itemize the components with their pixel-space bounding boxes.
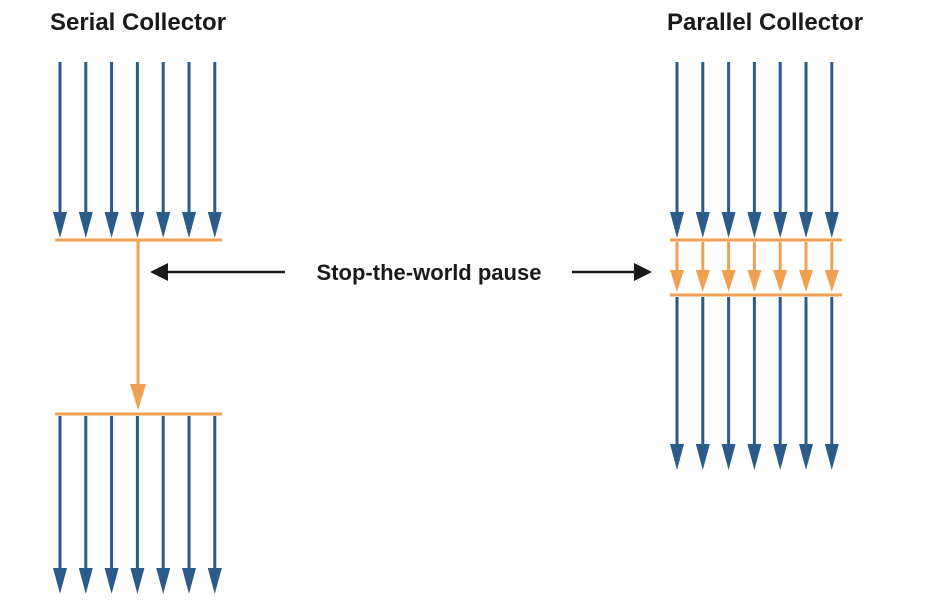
parallel-app-thread-after-7 bbox=[824, 297, 839, 470]
parallel-gc-thread-2 bbox=[695, 242, 710, 292]
parallel-gc-thread-4 bbox=[747, 242, 762, 292]
parallel-app-thread-after-2 bbox=[695, 297, 710, 470]
parallel-app-thread-after-6 bbox=[799, 297, 813, 470]
serial-app-thread-after-5 bbox=[156, 416, 171, 594]
stop-the-world-label: Stop-the-world pause bbox=[317, 260, 542, 285]
serial-app-thread-after-7 bbox=[207, 416, 222, 594]
parallel-app-thread-before-7 bbox=[824, 62, 839, 238]
serial-app-thread-before-6 bbox=[182, 62, 196, 238]
serial-app-thread-after-4 bbox=[130, 416, 145, 594]
serial-gc-thread bbox=[130, 240, 146, 410]
serial-app-thread-after-6 bbox=[182, 416, 196, 594]
serial-app-thread-before-1 bbox=[53, 62, 67, 238]
parallel-gc-threads bbox=[670, 242, 839, 292]
parallel-gc-thread-7 bbox=[824, 242, 839, 292]
serial-app-threads-before bbox=[53, 62, 222, 238]
pause-right-arrowhead bbox=[634, 263, 652, 281]
serial-app-thread-before-3 bbox=[104, 62, 119, 238]
parallel-app-thread-before-3 bbox=[721, 62, 736, 238]
serial-app-thread-before-2 bbox=[78, 62, 93, 238]
parallel-app-thread-after-5 bbox=[773, 297, 788, 470]
serial-app-thread-before-7 bbox=[207, 62, 222, 238]
serial-app-thread-before-4 bbox=[130, 62, 145, 238]
parallel-app-thread-before-4 bbox=[747, 62, 762, 238]
serial-app-threads-after bbox=[53, 416, 222, 594]
serial-app-thread-before-5 bbox=[156, 62, 171, 238]
pause-left-arrowhead bbox=[150, 263, 168, 281]
parallel-app-thread-before-1 bbox=[670, 62, 684, 238]
pause-annotation: Stop-the-world pause bbox=[150, 260, 652, 285]
serial-collector bbox=[53, 62, 222, 594]
serial-collector-title: Serial Collector bbox=[50, 9, 226, 36]
parallel-app-thread-after-1 bbox=[670, 297, 684, 470]
serial-app-thread-after-1 bbox=[53, 416, 67, 594]
parallel-app-threads-after bbox=[670, 297, 839, 470]
parallel-gc-thread-6 bbox=[799, 242, 813, 292]
parallel-collector-title: Parallel Collector bbox=[667, 9, 863, 36]
parallel-gc-thread-3 bbox=[721, 242, 736, 292]
parallel-gc-thread-5 bbox=[773, 242, 788, 292]
serial-app-thread-after-2 bbox=[78, 416, 93, 594]
serial-gc-arrowhead bbox=[130, 384, 146, 410]
parallel-gc-thread-1 bbox=[670, 242, 684, 292]
parallel-app-thread-before-5 bbox=[773, 62, 788, 238]
parallel-app-thread-after-3 bbox=[721, 297, 736, 470]
parallel-collector bbox=[670, 62, 842, 470]
parallel-app-thread-before-6 bbox=[799, 62, 813, 238]
parallel-app-threads-before bbox=[670, 62, 839, 238]
parallel-app-thread-before-2 bbox=[695, 62, 710, 238]
parallel-app-thread-after-4 bbox=[747, 297, 762, 470]
serial-app-thread-after-3 bbox=[104, 416, 119, 594]
